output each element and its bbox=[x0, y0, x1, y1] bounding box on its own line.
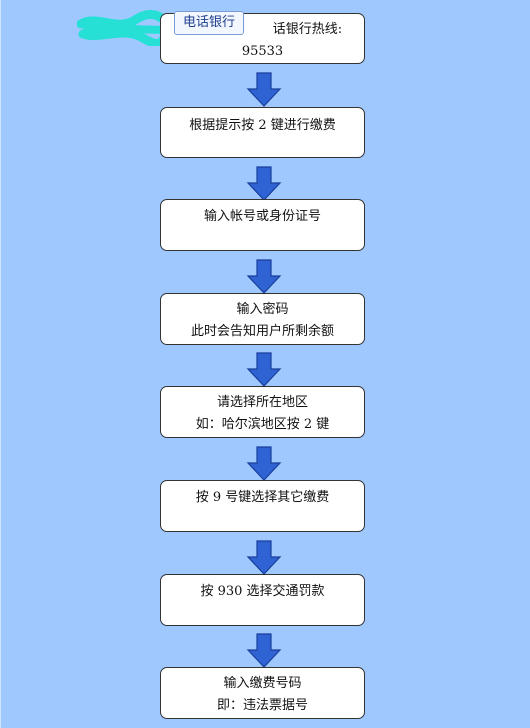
step-3-account: 输入帐号或身份证号 bbox=[160, 199, 365, 251]
step-8-ticket-number: 输入缴费号码 即：违法票据号 bbox=[160, 667, 365, 719]
step-7-line-1: 按 930 选择交通罚款 bbox=[200, 584, 325, 599]
step-4-line-2: 此时会告知用户所剩余额 bbox=[190, 324, 334, 339]
down-arrow-5-icon bbox=[246, 446, 282, 481]
down-arrow-3-icon bbox=[246, 259, 282, 294]
step-5-line-2: 如：哈尔滨地区按 2 键 bbox=[195, 417, 330, 432]
step-2-line-1: 根据提示按 2 键进行缴费 bbox=[189, 118, 336, 133]
scribble-mark bbox=[77, 10, 172, 46]
down-arrow-7-icon bbox=[246, 633, 282, 668]
step-5-line-1: 请选择所在地区 bbox=[216, 395, 308, 410]
step-6-other-payment: 按 9 号键选择其它缴费 bbox=[160, 480, 365, 532]
step-1-line-1: 话银行热线: bbox=[272, 22, 343, 37]
step-4-line-1: 输入密码 bbox=[236, 302, 289, 317]
step-1-line-2: 95533 bbox=[241, 44, 284, 59]
down-arrow-1-icon bbox=[246, 72, 282, 107]
step-5-region: 请选择所在地区 如：哈尔滨地区按 2 键 bbox=[160, 386, 365, 438]
down-arrow-6-icon bbox=[246, 540, 282, 575]
step-2-press-2: 根据提示按 2 键进行缴费 bbox=[160, 107, 365, 158]
step-4-password: 输入密码 此时会告知用户所剩余额 bbox=[160, 293, 365, 345]
step-3-line-1: 输入帐号或身份证号 bbox=[203, 209, 321, 224]
step-8-line-2: 即：违法票据号 bbox=[216, 698, 308, 713]
down-arrow-4-icon bbox=[246, 352, 282, 387]
step-8-line-1: 输入缴费号码 bbox=[223, 676, 302, 691]
step-6-line-1: 按 9 号键选择其它缴费 bbox=[195, 490, 330, 505]
step-7-traffic-fine: 按 930 选择交通罚款 bbox=[160, 574, 365, 626]
step-1-hotline: 话银行热线: 95533 bbox=[160, 13, 365, 64]
down-arrow-2-icon bbox=[246, 166, 282, 201]
phone-banking-tab[interactable]: 电话银行 bbox=[174, 11, 245, 35]
